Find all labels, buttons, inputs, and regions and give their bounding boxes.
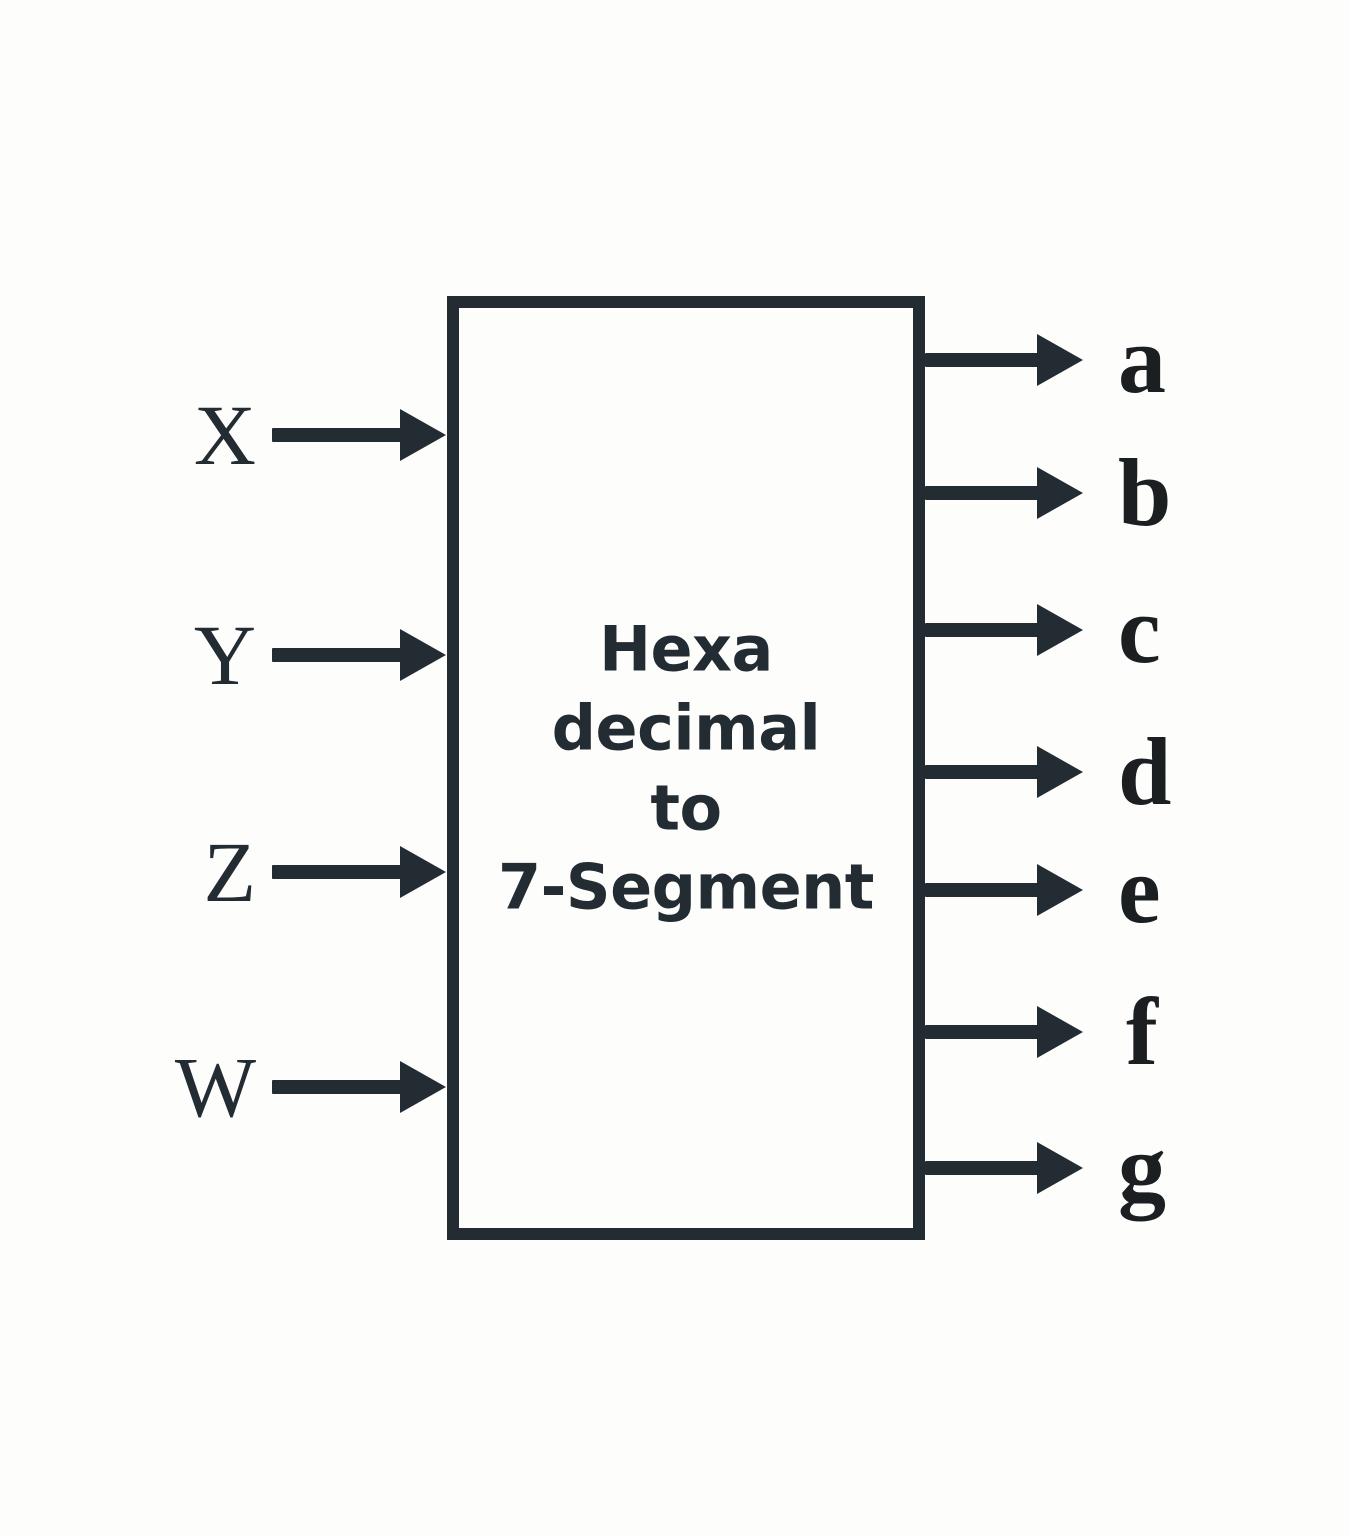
arrow-shaft xyxy=(925,486,1055,500)
input-label-y: Y xyxy=(193,607,256,703)
arrow-head-icon xyxy=(400,846,446,898)
arrow-shaft xyxy=(925,623,1055,637)
arrow-head-icon xyxy=(1037,604,1083,656)
arrow-head-icon xyxy=(400,629,446,681)
decoder-block: Hexa decimal to 7-Segment xyxy=(447,296,925,1240)
arrow-head-icon xyxy=(1037,1006,1083,1058)
arrow-shaft xyxy=(272,1080,416,1094)
output-label-f: f xyxy=(1126,978,1158,1085)
output-label-e: e xyxy=(1118,836,1161,943)
arrow-head-icon xyxy=(1037,864,1083,916)
arrow-shaft xyxy=(925,883,1055,897)
output-label-b: b xyxy=(1118,439,1172,546)
input-label-x: X xyxy=(193,387,256,483)
arrow-shaft xyxy=(925,765,1055,779)
output-label-a: a xyxy=(1118,306,1166,413)
decoder-block-label: Hexa decimal to 7-Segment xyxy=(459,609,913,926)
arrow-shaft xyxy=(925,353,1055,367)
arrow-shaft xyxy=(925,1025,1055,1039)
arrow-head-icon xyxy=(1037,746,1083,798)
arrow-head-icon xyxy=(1037,1142,1083,1194)
output-label-g: g xyxy=(1118,1114,1166,1221)
input-label-w: W xyxy=(174,1039,256,1135)
block-label-line-2: decimal xyxy=(551,691,821,765)
arrow-shaft xyxy=(925,1161,1055,1175)
block-label-line-4: 7-Segment xyxy=(498,850,874,924)
arrow-head-icon xyxy=(1037,334,1083,386)
arrow-shaft xyxy=(272,648,416,662)
arrow-shaft xyxy=(272,428,416,442)
output-label-c: c xyxy=(1118,576,1161,683)
arrow-shaft xyxy=(272,865,416,879)
output-label-d: d xyxy=(1118,718,1172,825)
arrow-head-icon xyxy=(400,409,446,461)
block-label-line-1: Hexa xyxy=(599,612,773,686)
arrow-head-icon xyxy=(1037,467,1083,519)
input-label-z: Z xyxy=(203,824,256,920)
block-label-line-3: to xyxy=(650,771,722,844)
arrow-head-icon xyxy=(400,1061,446,1113)
